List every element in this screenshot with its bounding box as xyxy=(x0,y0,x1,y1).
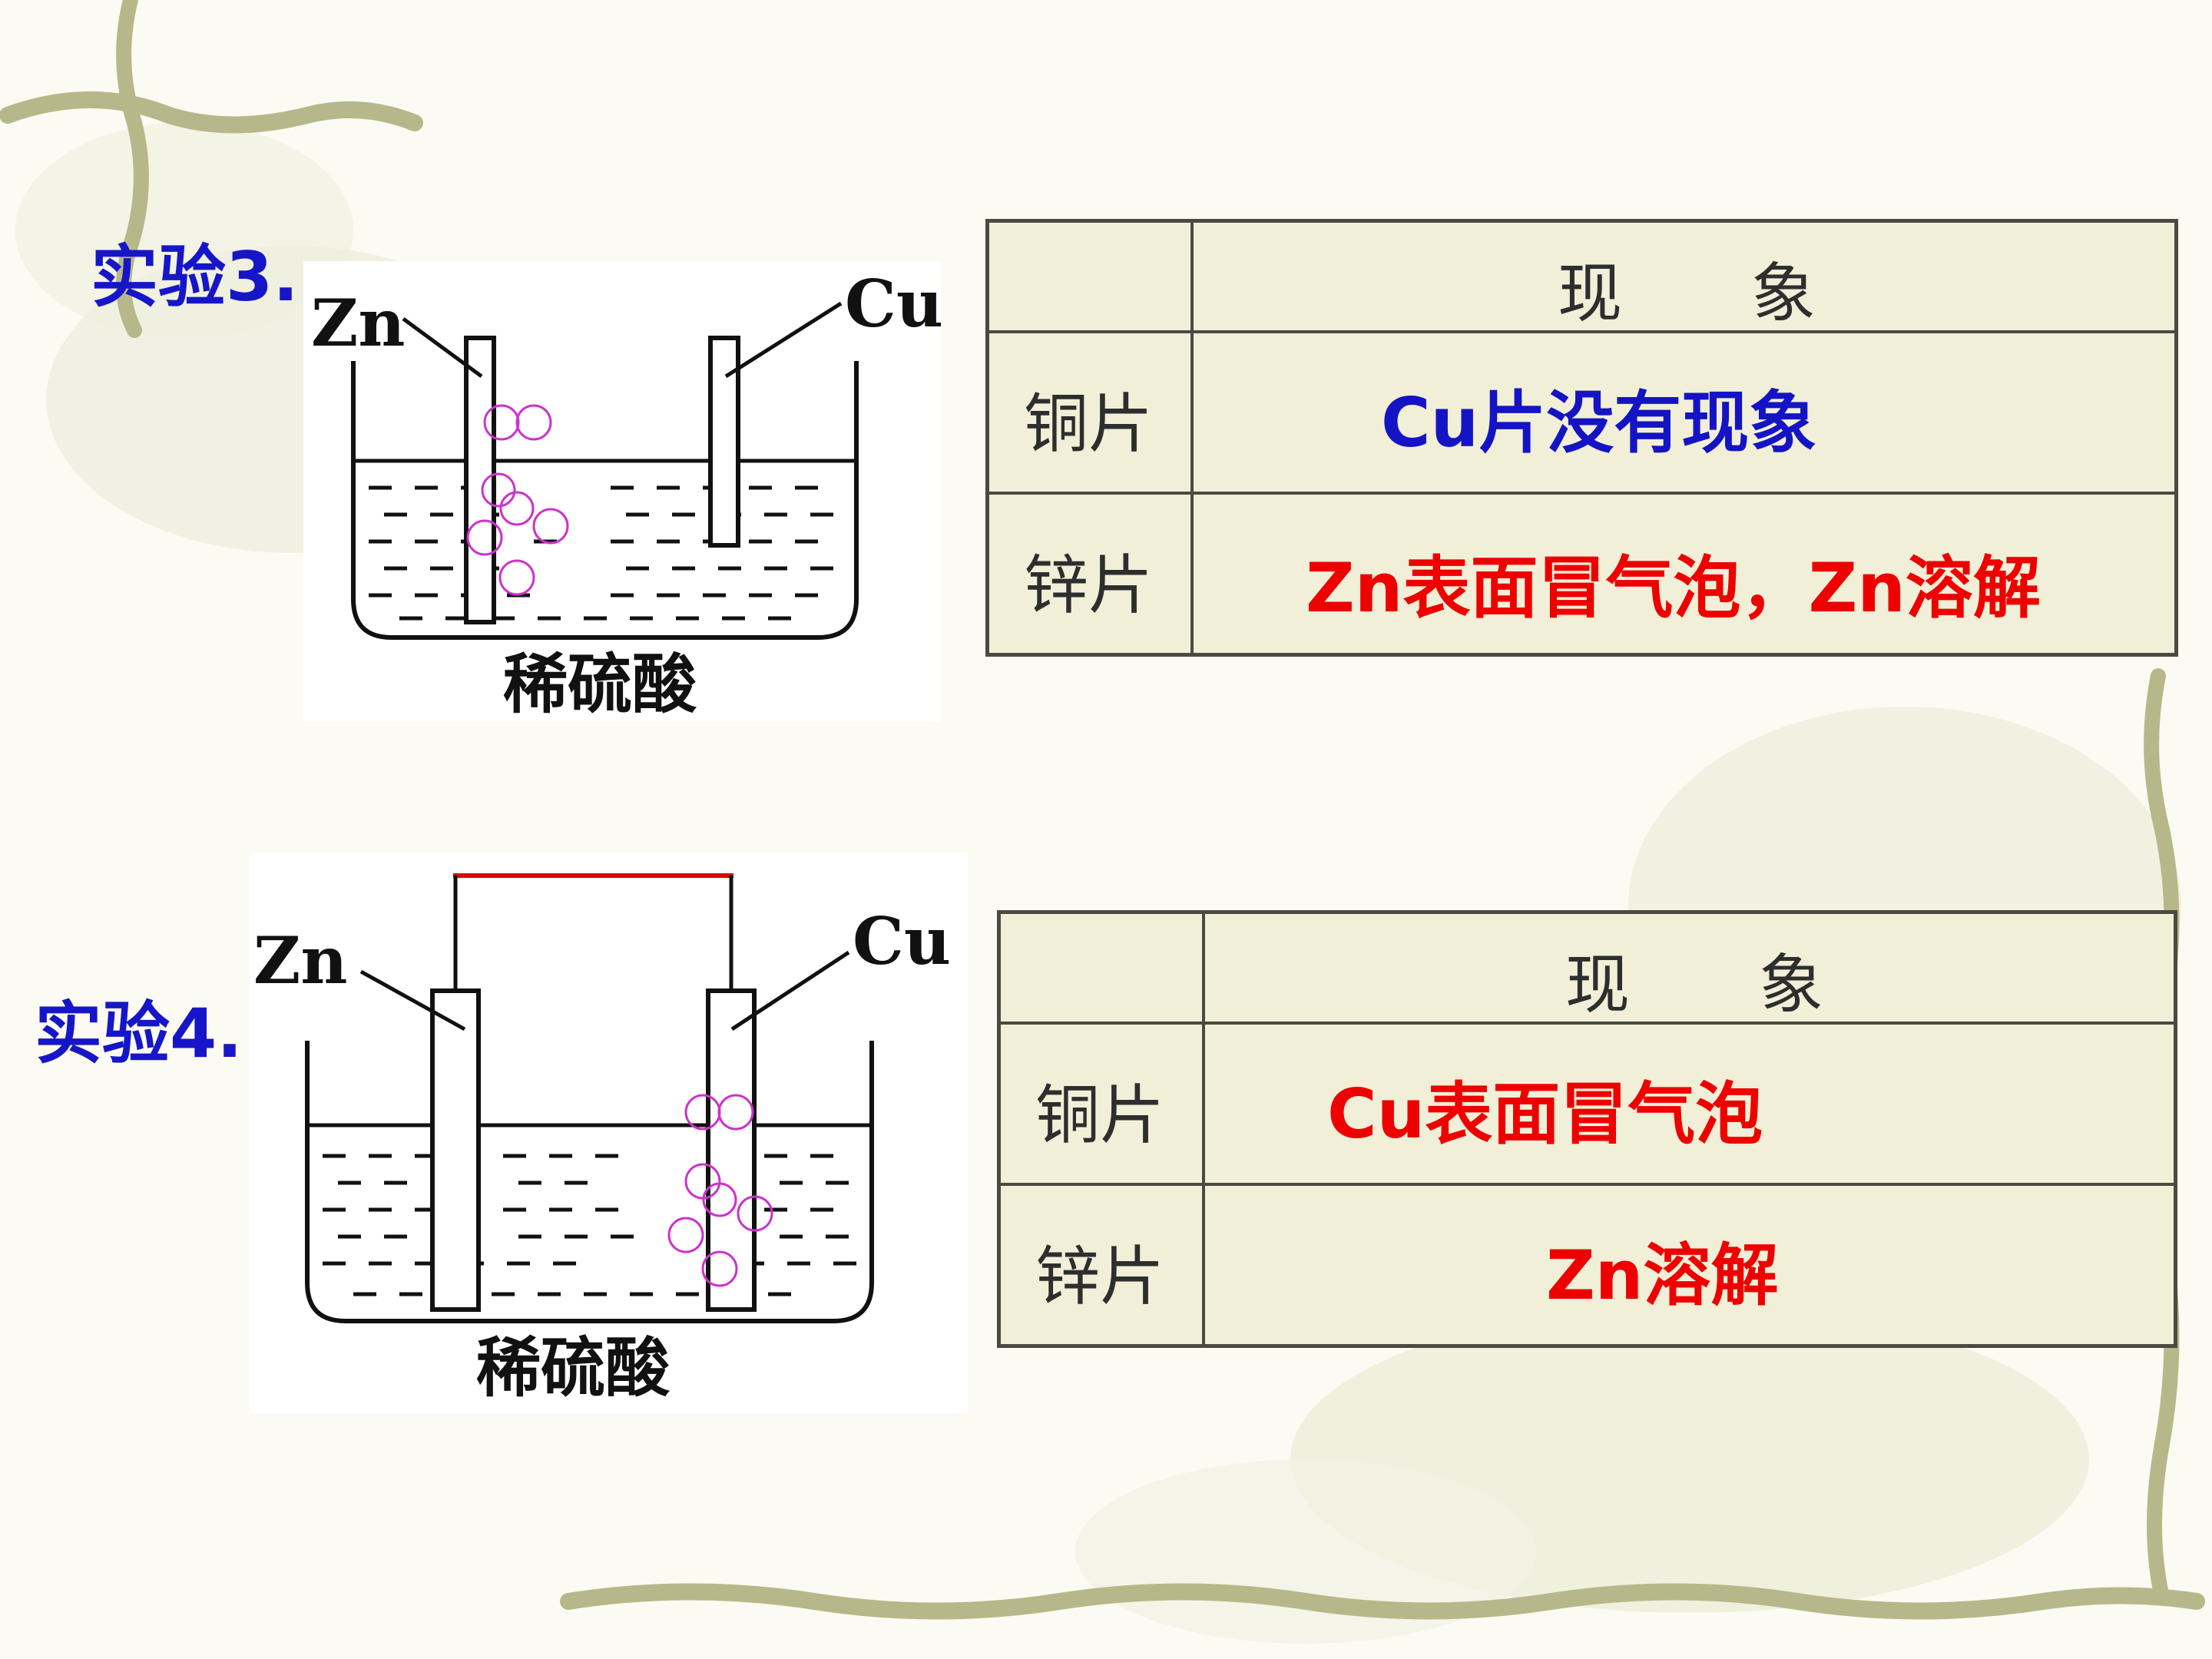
experiment-3-label: 实验3. xyxy=(91,237,299,316)
row-label-copper: 铜片 xyxy=(1035,1078,1165,1153)
row-label-zinc: 锌片 xyxy=(1035,1239,1165,1314)
cu-label: Cu xyxy=(853,903,951,979)
experiment-3-table: 现 象 铜片 锌片 Cu片没有现象 Zn表面冒气泡，Zn溶解 xyxy=(985,219,2178,657)
zn-label: Zn xyxy=(311,285,405,361)
experiment-4-label: 实验4. xyxy=(35,994,243,1073)
observation-zinc: Zn溶解 xyxy=(1546,1236,1779,1315)
cu-label: Cu xyxy=(845,266,941,342)
experiment-4-table: 现 象 铜片 锌片 Cu表面冒气泡 Zn溶解 xyxy=(997,910,2177,1348)
observation-copper: Cu表面冒气泡 xyxy=(1327,1075,1763,1154)
table-header: 现 象 xyxy=(1558,256,1816,331)
observation-zinc: Zn表面冒气泡，Zn溶解 xyxy=(1306,548,2041,628)
experiment-4-diagram: Zn Cu 稀硫酸 xyxy=(250,853,968,1413)
solution-label: 稀硫酸 xyxy=(476,1330,671,1406)
observation-copper: Cu片没有现象 xyxy=(1381,383,1817,462)
row-label-zinc: 锌片 xyxy=(1024,548,1154,623)
table-header: 现 象 xyxy=(1565,947,1824,1022)
zn-label: Zn xyxy=(253,922,347,998)
experiment-3-diagram: Zn Cu 稀硫酸 xyxy=(303,261,941,722)
row-label-copper: 铜片 xyxy=(1024,386,1154,462)
solution-label: 稀硫酸 xyxy=(503,646,697,722)
